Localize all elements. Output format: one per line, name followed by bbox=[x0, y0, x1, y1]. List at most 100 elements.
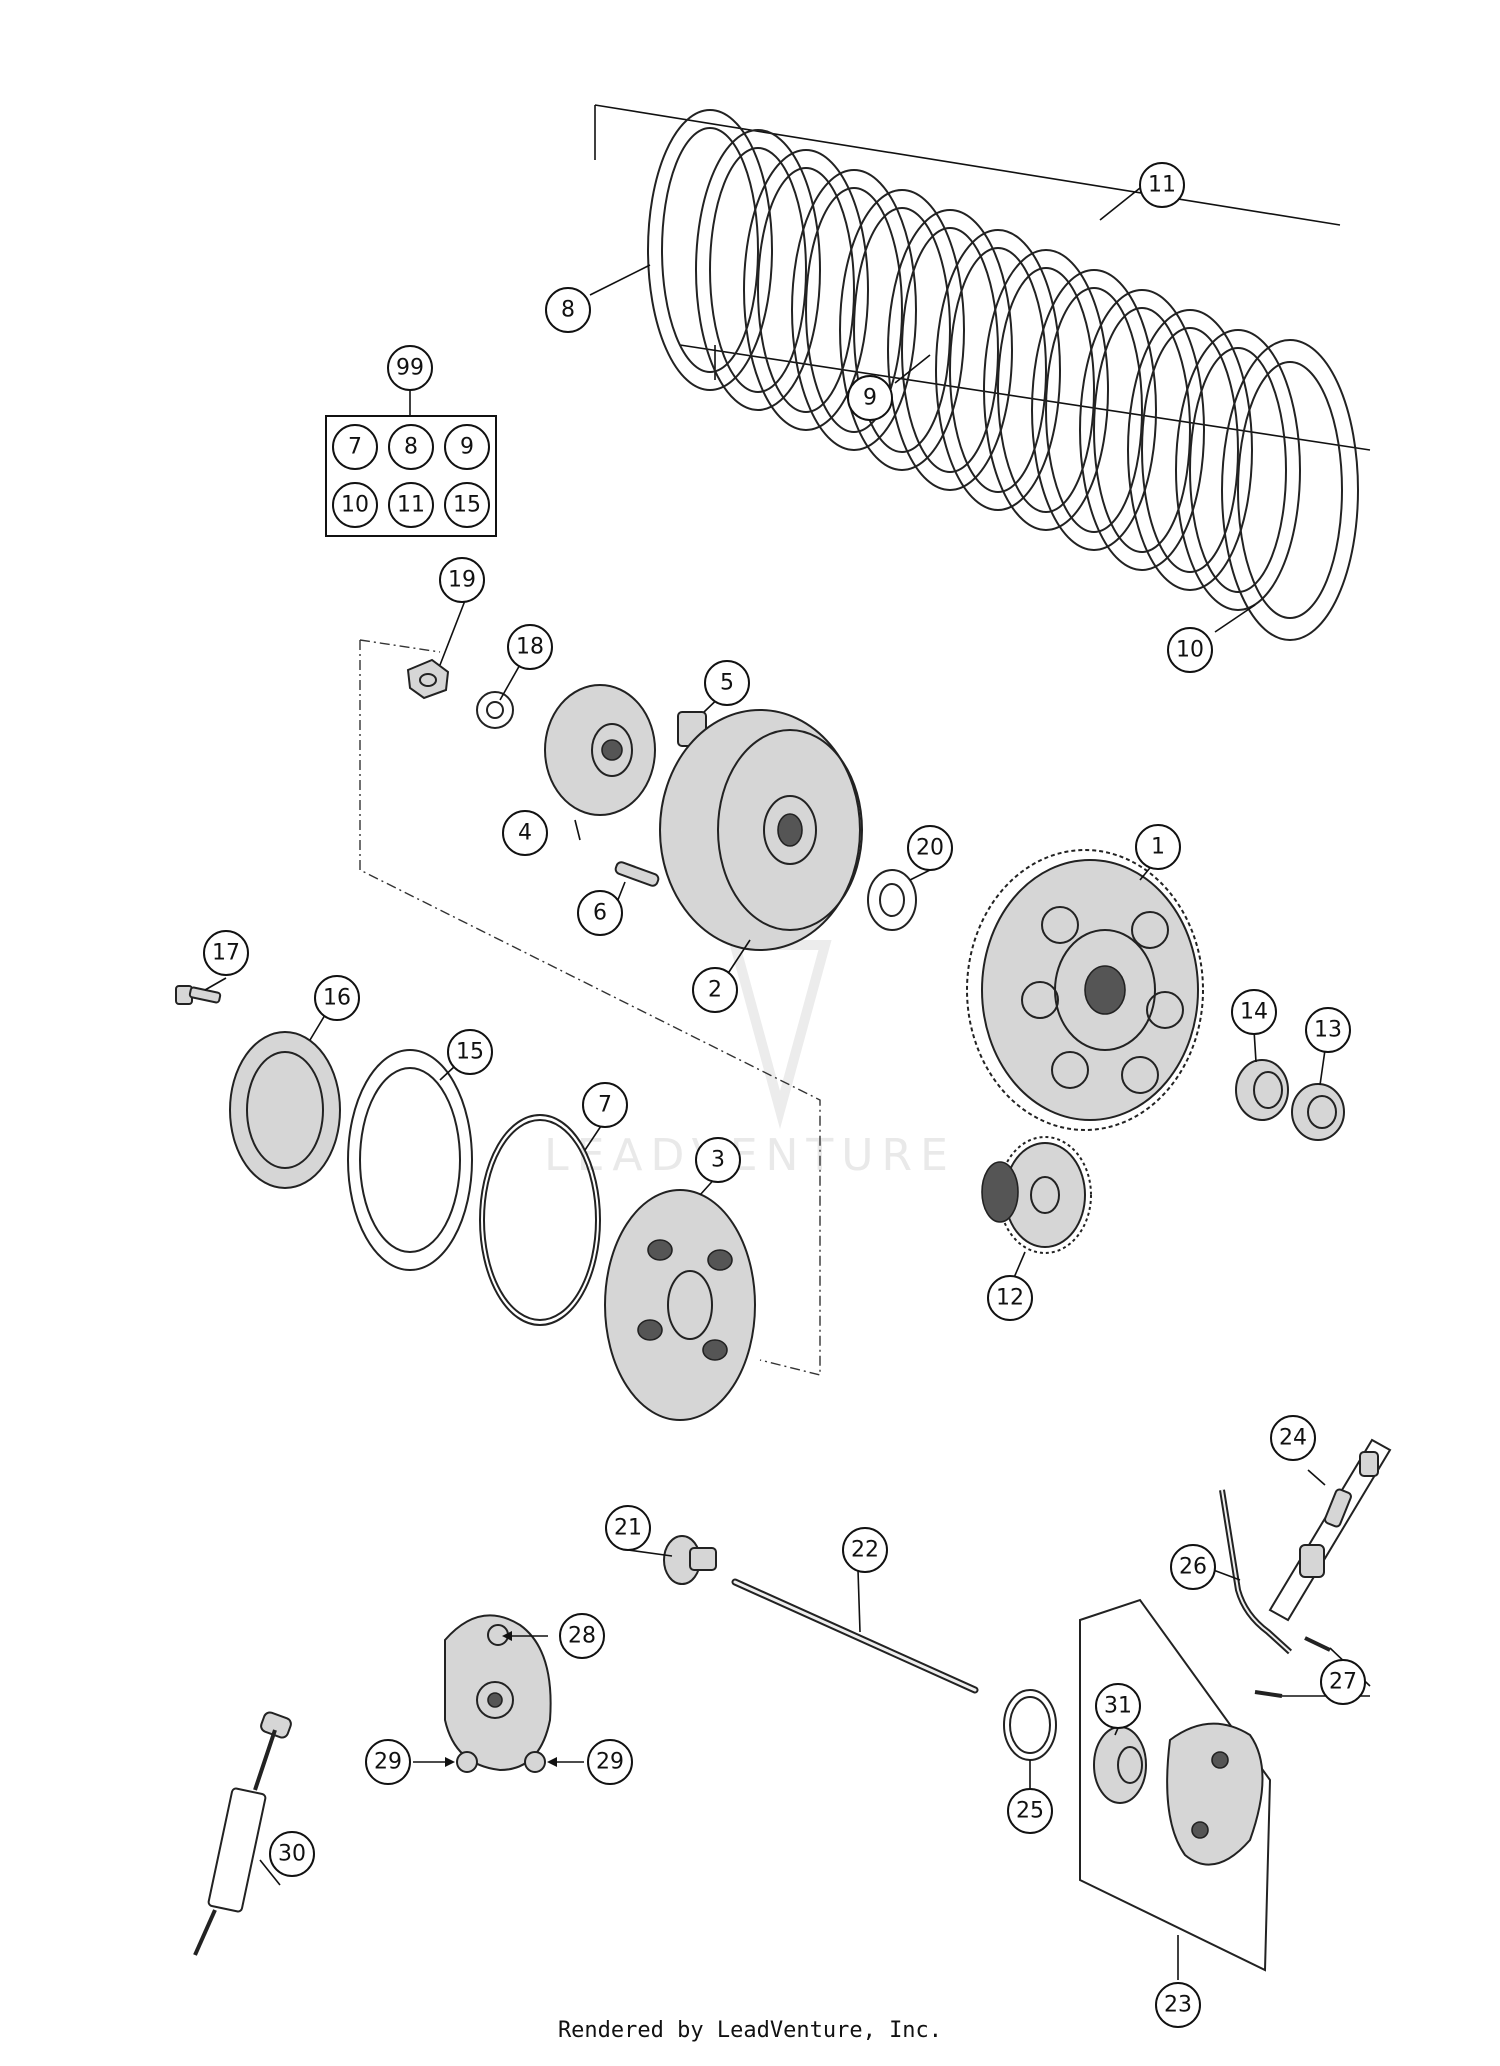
svg-text:8: 8 bbox=[404, 435, 418, 460]
slave-cylinder-cover bbox=[413, 1614, 584, 1773]
callout-27: 27 bbox=[1320, 1659, 1366, 1705]
diaphragm-spring-16 bbox=[229, 1031, 341, 1189]
svg-text:24: 24 bbox=[1279, 1426, 1307, 1451]
callout-29-left: 29 bbox=[365, 1739, 411, 1785]
needle-bearing-14 bbox=[1235, 1059, 1289, 1121]
callout-99: 99 bbox=[387, 345, 433, 391]
lock-washer-18 bbox=[476, 691, 514, 729]
svg-text:14: 14 bbox=[1240, 1000, 1268, 1025]
screw-29-right bbox=[524, 1751, 546, 1773]
watermark: LEADVENTURE bbox=[544, 940, 956, 1181]
pin-6 bbox=[614, 861, 660, 887]
svg-text:29: 29 bbox=[374, 1750, 402, 1775]
clutch-hub-group bbox=[359, 639, 863, 1376]
svg-text:10: 10 bbox=[341, 493, 369, 518]
callout-6: 6 bbox=[577, 890, 623, 936]
push-rod-22 bbox=[731, 1578, 979, 1694]
kit-item-9: 9 bbox=[444, 424, 490, 470]
kit-item-8: 8 bbox=[388, 424, 434, 470]
footer-credit: Rendered by LeadVenture, Inc. bbox=[557, 2018, 943, 2043]
support-plate-15 bbox=[347, 1049, 473, 1271]
svg-text:30: 30 bbox=[278, 1842, 306, 1867]
nut-19 bbox=[406, 658, 450, 700]
clutch-plates bbox=[647, 109, 1359, 641]
watermark-text: LEADVENTURE bbox=[544, 1130, 956, 1181]
hose-26 bbox=[1219, 1489, 1293, 1655]
callout-22: 22 bbox=[842, 1527, 888, 1573]
callout-17: 17 bbox=[203, 930, 249, 976]
bushing-13 bbox=[1291, 1083, 1345, 1141]
svg-text:17: 17 bbox=[212, 941, 240, 966]
svg-text:19: 19 bbox=[448, 568, 476, 593]
callout-20: 20 bbox=[907, 825, 953, 871]
callout-14: 14 bbox=[1231, 989, 1277, 1035]
syringe-30 bbox=[193, 1711, 292, 1956]
o-ring-25 bbox=[1003, 1689, 1057, 1761]
slave-cylinder-23 bbox=[1079, 1598, 1272, 1980]
washer-20 bbox=[867, 869, 917, 931]
svg-text:15: 15 bbox=[453, 493, 481, 518]
svg-text:8: 8 bbox=[561, 298, 575, 323]
callout-2: 2 bbox=[692, 967, 738, 1013]
svg-text:12: 12 bbox=[996, 1286, 1024, 1311]
callout-13: 13 bbox=[1305, 1007, 1351, 1053]
callout-29-right: 29 bbox=[587, 1739, 633, 1785]
clutch-plate-stack bbox=[589, 104, 1371, 641]
callout-9: 9 bbox=[847, 375, 893, 421]
svg-text:2: 2 bbox=[708, 978, 722, 1003]
screw-29-left bbox=[456, 1751, 478, 1773]
callout-3: 3 bbox=[695, 1137, 741, 1183]
svg-text:31: 31 bbox=[1104, 1694, 1132, 1719]
svg-text:13: 13 bbox=[1314, 1018, 1342, 1043]
svg-text:3: 3 bbox=[711, 1148, 725, 1173]
callout-10: 10 bbox=[1167, 627, 1213, 673]
svg-text:28: 28 bbox=[568, 1624, 596, 1649]
callout-7: 7 bbox=[582, 1082, 628, 1128]
svg-text:22: 22 bbox=[851, 1538, 879, 1563]
callout-18: 18 bbox=[507, 624, 553, 670]
svg-text:10: 10 bbox=[1176, 638, 1204, 663]
svg-text:4: 4 bbox=[518, 821, 532, 846]
svg-text:21: 21 bbox=[614, 1516, 642, 1541]
callout-16: 16 bbox=[314, 975, 360, 1021]
svg-text:5: 5 bbox=[720, 671, 734, 696]
svg-text:9: 9 bbox=[863, 386, 877, 411]
kit-item-15: 15 bbox=[444, 482, 490, 528]
svg-text:11: 11 bbox=[1148, 173, 1176, 198]
primary-gear-12 bbox=[981, 1136, 1092, 1254]
svg-text:27: 27 bbox=[1329, 1670, 1357, 1695]
svg-text:25: 25 bbox=[1016, 1799, 1044, 1824]
svg-text:15: 15 bbox=[456, 1040, 484, 1065]
callout-24: 24 bbox=[1270, 1415, 1316, 1461]
svg-text:16: 16 bbox=[323, 986, 351, 1011]
svg-text:26: 26 bbox=[1179, 1555, 1207, 1580]
svg-text:29: 29 bbox=[596, 1750, 624, 1775]
svg-text:18: 18 bbox=[516, 635, 544, 660]
kit-item-7: 7 bbox=[332, 424, 378, 470]
callout-4: 4 bbox=[502, 810, 548, 856]
svg-text:7: 7 bbox=[348, 435, 362, 460]
svg-text:11: 11 bbox=[397, 493, 425, 518]
svg-text:99: 99 bbox=[396, 356, 424, 381]
callout-19: 19 bbox=[439, 557, 485, 603]
pressure-cap-4 bbox=[544, 684, 656, 816]
callout-11: 11 bbox=[1139, 162, 1185, 208]
callout-21: 21 bbox=[605, 1505, 651, 1551]
outer-clutch-basket-1 bbox=[966, 849, 1204, 1131]
kit-item-11: 11 bbox=[388, 482, 434, 528]
bolt-17 bbox=[175, 985, 222, 1005]
svg-text:6: 6 bbox=[593, 901, 607, 926]
callout-5: 5 bbox=[704, 660, 750, 706]
callout-25: 25 bbox=[1007, 1788, 1053, 1834]
pressure-piece-21 bbox=[663, 1535, 717, 1585]
o-ring-7 bbox=[479, 1114, 601, 1326]
pressure-plate-3 bbox=[604, 1189, 756, 1421]
inner-hub-2 bbox=[659, 709, 863, 951]
fitting-set-24 bbox=[1268, 1438, 1392, 1622]
callout-8: 8 bbox=[545, 287, 591, 333]
svg-text:9: 9 bbox=[460, 435, 474, 460]
svg-text:1: 1 bbox=[1151, 835, 1165, 860]
callout-1: 1 bbox=[1135, 824, 1181, 870]
svg-text:23: 23 bbox=[1164, 1993, 1192, 2018]
